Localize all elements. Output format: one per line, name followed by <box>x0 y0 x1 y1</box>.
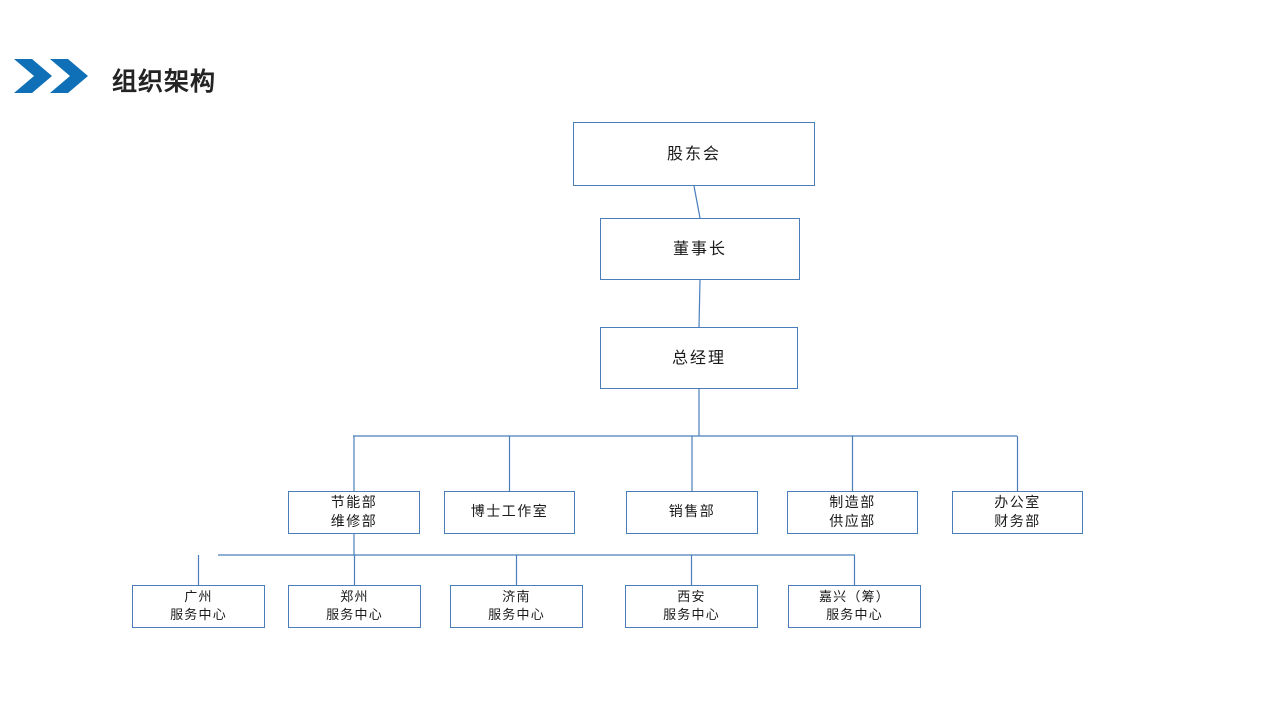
org-node-chairman[interactable]: 董事长 <box>600 218 800 280</box>
org-node-manufacturing-supply[interactable]: 制造部供应部 <box>787 491 918 534</box>
org-node-label: 财务部 <box>994 513 1041 530</box>
org-node-doctoral-studio[interactable]: 博士工作室 <box>444 491 575 534</box>
org-node-label: 郑州 <box>340 589 369 605</box>
org-node-label: 服务中心 <box>488 607 545 623</box>
org-node-label: 节能部 <box>330 494 378 511</box>
org-node-label: 服务中心 <box>170 607 227 623</box>
org-node-label: 广州 <box>184 589 213 605</box>
org-node-label: 销售部 <box>668 504 716 521</box>
org-node-energy-maintenance[interactable]: 节能部维修部 <box>288 491 420 534</box>
double-chevron-right-icon <box>12 58 90 94</box>
org-node-xian-service[interactable]: 西安服务中心 <box>625 585 758 628</box>
org-node-label: 股东会 <box>666 144 721 164</box>
org-node-label: 维修部 <box>330 513 378 530</box>
page-title: 组织架构 <box>112 67 217 96</box>
org-node-label: 服务中心 <box>663 607 720 623</box>
page-header: 组织架构 <box>0 0 1280 120</box>
org-node-label: 制造部 <box>829 494 876 511</box>
org-node-label: 供应部 <box>829 513 876 530</box>
org-node-office-finance[interactable]: 办公室财务部 <box>952 491 1083 534</box>
org-node-label: 董事长 <box>672 239 727 259</box>
org-node-label: 服务中心 <box>326 607 383 623</box>
org-node-label: 嘉兴（筹） <box>818 589 890 605</box>
org-node-label: 博士工作室 <box>470 504 549 521</box>
org-node-shareholders[interactable]: 股东会 <box>573 122 815 186</box>
connector-shareholders-chairman <box>693 185 701 219</box>
org-node-label: 济南 <box>502 589 531 605</box>
org-node-general-manager[interactable]: 总经理 <box>600 327 798 389</box>
org-node-sales[interactable]: 销售部 <box>626 491 758 534</box>
org-node-jiaxing-service[interactable]: 嘉兴（筹） 服务中心 <box>788 585 921 628</box>
connector-chairman-gm <box>698 279 701 328</box>
org-node-jinan-service[interactable]: 济南服务中心 <box>450 585 583 628</box>
org-node-zhengzhou-service[interactable]: 郑州服务中心 <box>288 585 421 628</box>
org-node-guangzhou-service[interactable]: 广州服务中心 <box>132 585 265 628</box>
org-node-label: 服务中心 <box>826 607 883 623</box>
org-node-label: 西安 <box>677 589 706 605</box>
org-node-label: 总经理 <box>671 348 726 368</box>
org-node-label: 办公室 <box>994 494 1041 511</box>
